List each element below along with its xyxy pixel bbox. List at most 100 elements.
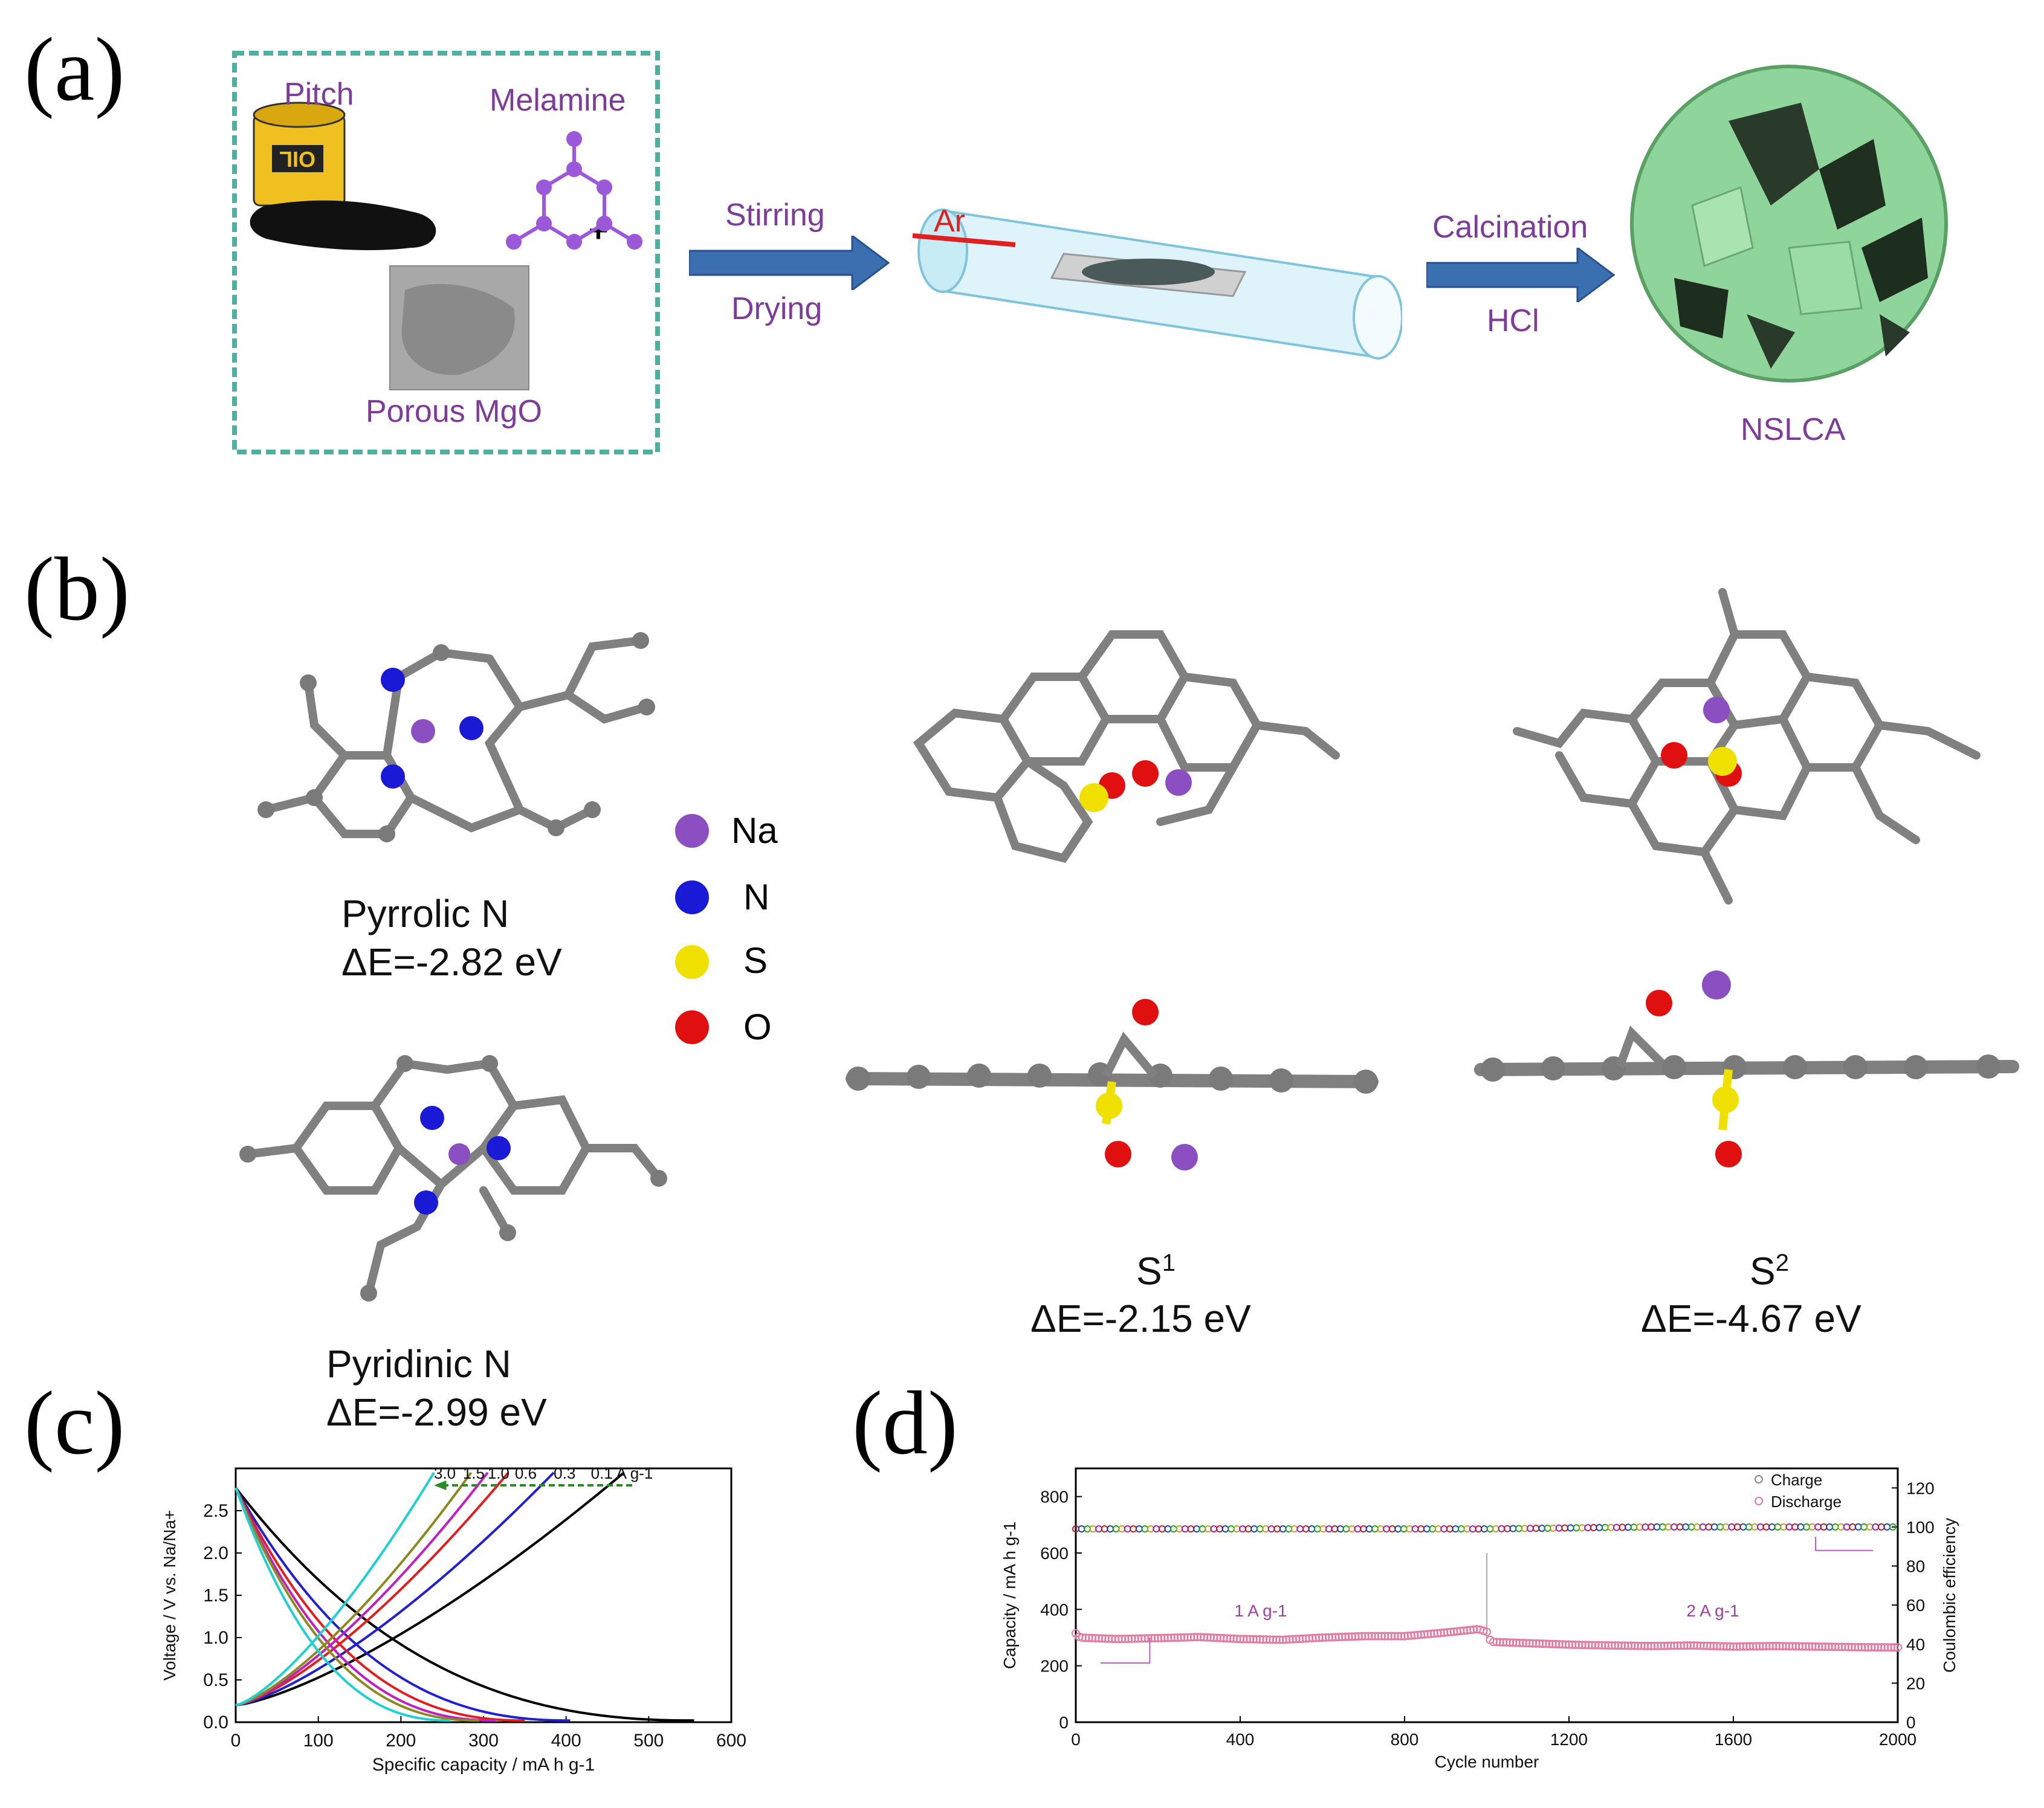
efficiency-point [1498,1525,1506,1532]
efficiency-point [1371,1525,1379,1533]
capacity-point [1440,1628,1449,1637]
capacity-point [1788,1642,1797,1651]
capacity-point [1673,1641,1682,1650]
charge-curve [235,1471,473,1706]
efficiency-point [1710,1523,1718,1531]
s1-name: S1 [1136,1249,1176,1293]
capacity-point [1246,1635,1255,1644]
efficiency-point [1573,1524,1580,1532]
legend-na: Na [731,810,778,851]
panel-d-label: (d) [852,1373,958,1473]
efficiency-point [1308,1525,1316,1533]
capacity-point [1406,1631,1415,1640]
rate-label: 1.5 [463,1464,485,1482]
capacity-point [1229,1634,1238,1643]
capacity-point [1212,1633,1221,1642]
capacity-point [1811,1642,1820,1651]
efficiency-point [1837,1523,1845,1531]
efficiency-point [1342,1525,1350,1533]
ingredients-box: OIL + [232,51,660,454]
efficiency-point [1578,1524,1586,1532]
pyrrolic-name: Pyrrolic N [341,892,509,935]
efficiency-point [1198,1525,1206,1533]
efficiency-point [1360,1525,1367,1533]
capacity-point [1127,1634,1136,1643]
capacity-point [1686,1641,1695,1650]
charge-curve [235,1471,489,1706]
capacity-point [1860,1642,1869,1651]
capacity-point [1653,1641,1662,1650]
x-tick-label: 600 [716,1731,746,1751]
x-tick-label: 1600 [1715,1730,1752,1749]
capacity-point [1269,1635,1278,1644]
y-tick-label: 0 [1059,1713,1069,1732]
efficiency-point [1641,1523,1649,1531]
capacity-point [1209,1633,1218,1642]
capacity-point [1387,1632,1396,1641]
capacity-point [1574,1641,1583,1650]
efficiency-point [1722,1523,1730,1531]
capacity-point [1837,1642,1846,1651]
capacity-point [1722,1642,1732,1651]
capacity-point [1604,1641,1613,1650]
capacity-point [1341,1632,1350,1641]
capacity-point [1456,1627,1465,1636]
x-tick-label: 400 [551,1731,581,1751]
capacity-point [1870,1643,1879,1652]
efficiency-point [1141,1525,1149,1533]
arrow-right-icon [689,236,890,290]
efficiency-point [1365,1525,1373,1533]
efficiency-point [1619,1523,1626,1531]
capacity-point [1607,1641,1616,1650]
x-tick-label: 0 [1071,1730,1081,1749]
discharge-curve [234,1487,525,1722]
y2-tick-label: 0 [1906,1713,1916,1732]
efficiency-point [1607,1523,1615,1531]
capacity-point [1154,1633,1162,1642]
capacity-point [1798,1642,1807,1651]
efficiency-point [1561,1524,1569,1532]
y2-tick-label: 60 [1906,1596,1925,1615]
capacity-point [1275,1635,1284,1644]
efficiency-point [1417,1525,1425,1533]
capacity-point [1518,1639,1527,1648]
capacity-point [1840,1642,1849,1651]
efficiency-point [1601,1523,1609,1531]
capacity-point [1298,1634,1307,1643]
capacity-point [1768,1642,1777,1651]
efficiency-point [1739,1523,1747,1531]
efficiency-point [1716,1523,1724,1531]
capacity-point [1095,1634,1104,1643]
capacity-point [1223,1634,1232,1643]
capacity-point [1706,1641,1715,1650]
capacity-point [1143,1634,1153,1643]
efficiency-point [1567,1524,1574,1532]
efficiency-point [1509,1525,1517,1532]
capacity-point [1226,1634,1235,1643]
capacity-point [1785,1642,1794,1651]
capacity-point [1337,1632,1347,1641]
tube-furnace [912,208,1402,360]
efficiency-point [1187,1525,1195,1533]
capacity-point [1354,1632,1363,1641]
capacity-point [1703,1641,1712,1650]
capacity-point [1308,1633,1317,1642]
capacity-point [1104,1634,1113,1643]
efficiency-point [1728,1523,1736,1531]
capacity-point [1436,1629,1445,1638]
capacity-point [1729,1642,1738,1651]
capacity-point [1531,1639,1541,1648]
efficiency-point [1210,1525,1218,1533]
capacity-point [1568,1640,1577,1649]
capacity-point [1469,1625,1478,1634]
capacity-point [1186,1633,1195,1642]
capacity-point [1817,1642,1826,1651]
drying-label: Drying [731,291,823,326]
charge-curve [235,1471,435,1706]
efficiency-point [1319,1525,1327,1533]
capacity-point [1321,1633,1330,1642]
capacity-point [1413,1630,1422,1639]
discharge-curve [234,1487,496,1722]
capacity-point [1657,1641,1666,1650]
capacity-point [1357,1632,1366,1641]
